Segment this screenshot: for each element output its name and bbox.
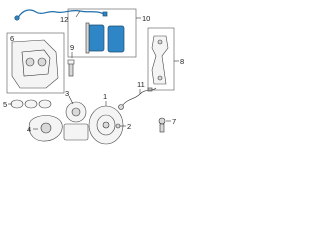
callout-10: 10 xyxy=(142,14,150,23)
pad-backing-plate xyxy=(85,22,90,54)
hub-flange xyxy=(63,123,89,141)
caliper-piston-2 xyxy=(37,57,47,67)
callout-9: 9 xyxy=(70,43,74,52)
leader-3 xyxy=(68,95,74,105)
caliper-window xyxy=(21,49,51,77)
caliper-seal-1 xyxy=(10,99,24,109)
callout-12: 12 xyxy=(60,15,68,24)
caliper-bolt-head xyxy=(67,59,75,65)
callout-7: 7 xyxy=(172,117,176,126)
callout-5: 5 xyxy=(3,100,7,109)
wear-sensor-wire xyxy=(17,9,105,19)
leader-12 xyxy=(75,10,81,18)
caliper-piston-1 xyxy=(25,57,35,67)
callout-3: 3 xyxy=(65,89,69,98)
dust-shield-hub-hole xyxy=(40,122,52,134)
brake-pad-inner xyxy=(87,24,105,52)
speed-sensor-connector xyxy=(118,104,124,110)
brake-caliper xyxy=(11,39,59,89)
callout-1: 1 xyxy=(103,92,107,101)
bracket-hole-upper xyxy=(157,39,163,45)
brake-rotor-center xyxy=(102,121,110,129)
caliper-seal-3 xyxy=(38,99,52,109)
wear-sensor-tip xyxy=(102,11,108,17)
caliper-seal-2 xyxy=(24,99,38,109)
brake-assembly-diagram: 1 2 3 4 5 6 7 8 9 10 11 12 xyxy=(3,8,184,145)
rotor-screw xyxy=(115,123,121,129)
caliper-group-box xyxy=(6,32,65,94)
bracket-bolt xyxy=(158,117,166,125)
callout-4: 4 xyxy=(27,125,31,134)
bracket-bolt-shank xyxy=(159,123,165,133)
wear-sensor-connector xyxy=(14,15,20,21)
pad-kit-group-box xyxy=(67,8,137,58)
callout-8: 8 xyxy=(180,57,184,66)
harness-clip xyxy=(147,87,153,92)
brake-pad-outer xyxy=(107,25,125,53)
callout-2: 2 xyxy=(127,122,131,131)
wheel-hub-center xyxy=(71,107,81,117)
callout-11: 11 xyxy=(137,80,145,89)
caliper-mounting-bracket xyxy=(151,35,169,85)
caliper-bolt xyxy=(68,62,74,77)
bracket-group-box xyxy=(147,27,175,91)
bracket-hole-lower xyxy=(157,75,163,81)
callout-6: 6 xyxy=(10,34,14,43)
